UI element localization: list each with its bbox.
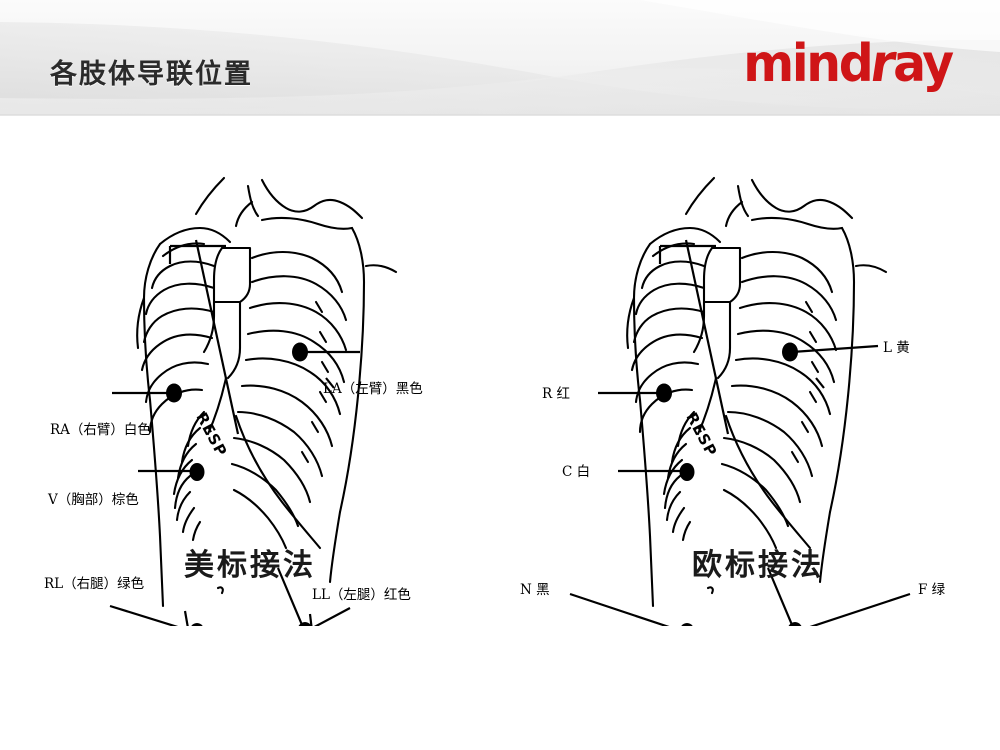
- electrode-r[interactable]: [656, 383, 672, 403]
- resp-label: RESP: [682, 409, 720, 459]
- resp-label: RESP: [192, 409, 230, 459]
- electrode-ra[interactable]: [166, 383, 182, 403]
- logo-part-ay: ay: [893, 34, 954, 94]
- cable-diagonal: [684, 239, 730, 435]
- logo-part-mind: mind: [743, 34, 874, 94]
- electrode-v[interactable]: [189, 463, 205, 481]
- leader-line-f: [809, 592, 911, 626]
- electrode-dots: [166, 342, 313, 626]
- header-divider: [0, 114, 1000, 116]
- tick-ll: [308, 613, 313, 626]
- label-ll: LL（左腿）红色: [312, 586, 411, 603]
- page-title: 各肢体导联位置: [50, 59, 253, 90]
- label-rl: RL（右腿）绿色: [44, 575, 144, 592]
- cable-tick-right: [325, 377, 335, 389]
- label-r: R 红: [542, 386, 570, 402]
- electrode-c[interactable]: [679, 463, 695, 481]
- caption-american: 美标接法: [184, 548, 316, 583]
- leader-line-f-in: [766, 567, 794, 626]
- electrode-la[interactable]: [292, 342, 308, 362]
- leader-line-rl: [109, 604, 179, 626]
- label-l: L 黄: [883, 340, 910, 356]
- caption-european: 欧标接法: [692, 548, 824, 583]
- label-ra: RA（右臂）白色: [50, 421, 151, 438]
- torso-line-art: [136, 176, 398, 608]
- torso-line-art: [626, 176, 888, 608]
- electrode-l[interactable]: [782, 342, 798, 362]
- figure-panel-european: RESP L 黄 R 红 C 白: [490, 116, 990, 750]
- leader-line-l: [791, 344, 879, 354]
- leader-lines: [109, 239, 360, 626]
- label-v: V（胸部）棕色: [47, 491, 139, 508]
- slide-content-area: RESP: [0, 116, 1000, 750]
- header-decorative-waves: [0, 0, 1000, 116]
- label-n: N 黑: [520, 582, 550, 598]
- electrode-ll[interactable]: [297, 622, 313, 626]
- label-f: F 绿: [918, 582, 946, 598]
- cable-diagonal: [194, 239, 240, 435]
- header-highlight: [640, 0, 1000, 52]
- header-wave-crossing: [0, 22, 1000, 116]
- label-c: C 白: [562, 464, 590, 480]
- tick-rl: [183, 610, 189, 626]
- torso-diagram-american: RESP: [44, 176, 423, 626]
- electrode-f[interactable]: [787, 622, 803, 626]
- torso-diagram-european: RESP L 黄 R 红 C 白: [520, 176, 946, 626]
- electrode-dots: [656, 342, 803, 626]
- cable-tick-right: [815, 377, 825, 389]
- leader-lines: [569, 239, 911, 626]
- leader-line-ll-out: [313, 607, 351, 626]
- electrode-n[interactable]: [679, 623, 695, 626]
- leader-line-n: [569, 592, 670, 626]
- leader-line-ll-in: [276, 567, 304, 626]
- mindray-logo: mindray: [744, 34, 955, 94]
- label-la: LA（左臂）黑色: [323, 380, 423, 397]
- electrode-rl[interactable]: [189, 623, 205, 626]
- header-wave-upper: [0, 0, 1000, 116]
- figure-panel-american: RESP: [0, 116, 500, 750]
- slide-header: 各肢体导联位置 mindray: [0, 0, 1000, 116]
